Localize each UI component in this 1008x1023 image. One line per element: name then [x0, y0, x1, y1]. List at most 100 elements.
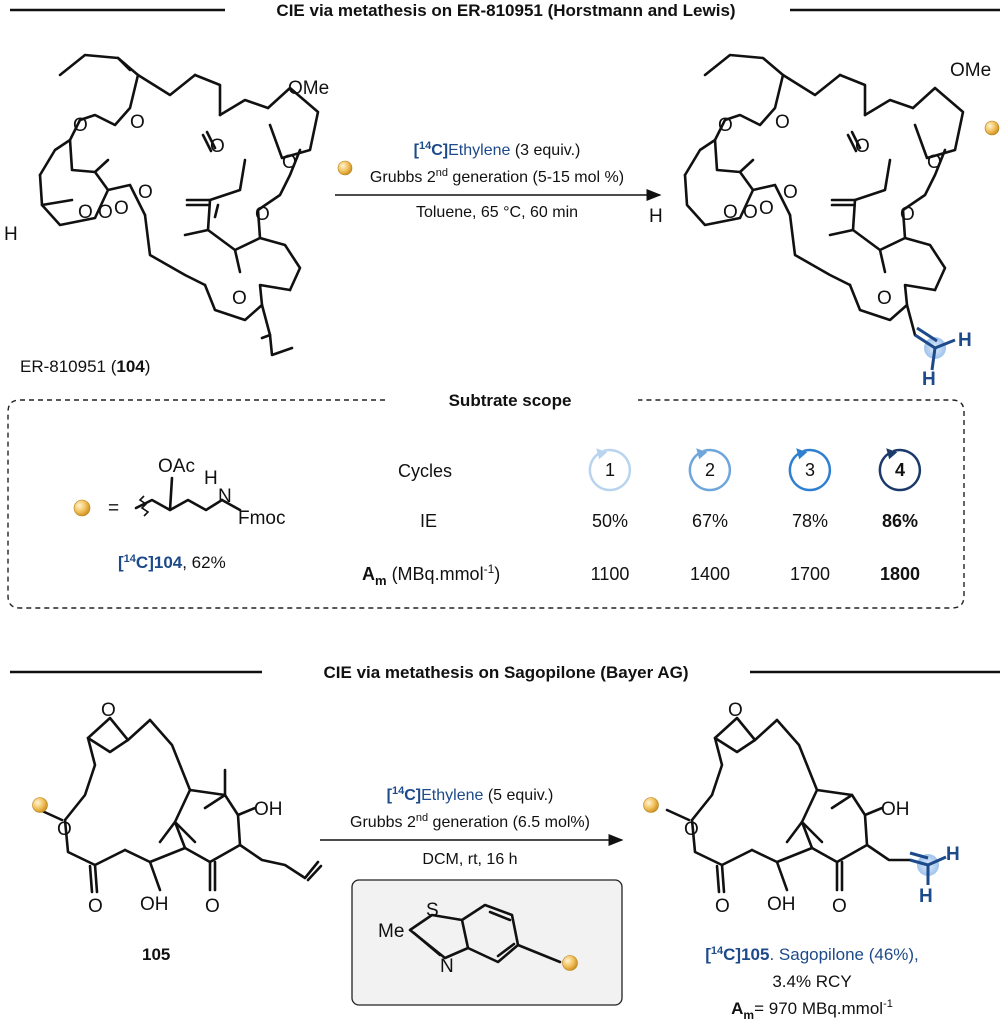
ie-value: 78% — [792, 511, 828, 531]
reagent-text: [14C]Ethylene (3 equiv.) — [414, 140, 581, 159]
product1-structure: H H OMe O O O O O O O O O O H — [649, 53, 1000, 390]
oxygen-label: O — [927, 152, 942, 173]
am-value: 1800 — [880, 564, 920, 584]
am-row-label: Am (MBq.mmol-1) — [362, 562, 500, 588]
sphere-substituent-icon — [32, 797, 48, 813]
cycle-ring-icon — [688, 448, 732, 492]
oxygen-label: O — [684, 819, 699, 840]
amine-n-label: N — [218, 486, 232, 507]
cycle-columns: 1 50% 1100 2 67% 1400 3 78% 1700 4 86% 1800 — [588, 448, 922, 584]
oxygen-label: O — [718, 115, 733, 136]
oxygen-label: O — [73, 115, 88, 136]
cycle-ring-icon — [788, 448, 832, 492]
oxygen-label: O — [723, 202, 738, 223]
reagent-text-2: [14C]Ethylene (5 equiv.) — [387, 785, 554, 804]
labeled-104-text: [14C]104, 62% — [118, 553, 226, 572]
ie-row-label: IE — [420, 511, 437, 531]
wavy-bond — [138, 495, 150, 517]
reaction1-conditions: [14C]Ethylene (3 equiv.) Grubbs 2nd gene… — [335, 140, 662, 221]
cycle-arrowhead-icon — [596, 448, 608, 460]
ie-value: 86% — [882, 511, 918, 531]
oxygen-label: O — [88, 896, 103, 917]
section1-header: CIE via metathesis on ER-810951 (Horstma… — [10, 1, 1000, 20]
equals-sign: = — [108, 498, 119, 519]
product-rcy-text: 3.4% RCY — [772, 972, 851, 991]
oxygen-label: O — [114, 198, 129, 219]
sphere-substituent-icon — [337, 160, 353, 176]
oxygen-label: O — [98, 202, 113, 223]
product-am-text: Am= 970 MBq.mmol-1 — [731, 998, 893, 1022]
oxygen-label: O — [138, 182, 153, 203]
sulfur-label: S — [426, 900, 439, 921]
sphere-substituent-icon — [643, 797, 659, 813]
oxygen-label: O — [743, 202, 758, 223]
catalyst-text: Grubbs 2nd generation (5-15 mol %) — [370, 167, 624, 186]
benzothiazole-box — [351, 879, 623, 1006]
tritium-hydrogen-label: H — [919, 886, 933, 907]
conditions-text-2: DCM, rt, 16 h — [422, 851, 517, 868]
cycle-number: 4 — [895, 460, 905, 480]
benzothiazole-structure: Me S N — [378, 900, 578, 977]
sagopilone-105-structure: O O O O OH OH 105 — [32, 700, 323, 964]
oxygen-label: O — [775, 112, 790, 133]
hydroxyl-label: OH — [140, 894, 169, 915]
cycle-arrowhead-icon — [696, 448, 708, 460]
nitrogen-label: N — [440, 956, 454, 977]
sphere-substituent-icon — [73, 499, 91, 517]
oxygen-label: O — [130, 112, 145, 133]
product-105-label: [14C]105. Sagopilone (46%), — [705, 945, 919, 964]
hydroxyl-label: OH — [767, 894, 796, 915]
tritium-hydrogen-label: H — [946, 844, 960, 865]
oxygen-label: O — [832, 896, 847, 917]
oxygen-label: O — [900, 204, 915, 225]
am-value: 1700 — [790, 564, 830, 584]
start-compound-label-105: 105 — [142, 945, 170, 964]
oxygen-label: O — [877, 288, 892, 309]
sphere-substituent-icon — [984, 120, 1000, 136]
hydroxyl-label: OH — [254, 799, 283, 820]
am-value: 1400 — [690, 564, 730, 584]
section2-header: CIE via metathesis on Sagopilone (Bayer … — [10, 663, 1000, 682]
oxygen-label: O — [57, 819, 72, 840]
methyl-label: Me — [378, 921, 404, 942]
cycle-ring-icon — [878, 448, 922, 492]
tritium-hydrogen-label: H — [922, 369, 936, 390]
ie-value: 50% — [592, 511, 628, 531]
substrate-scope-box: Subtrate scope = OAc H N Fmoc [14C]104, … — [7, 391, 965, 609]
hydroxyl-label: OH — [881, 799, 910, 820]
oxygen-label: O — [255, 204, 270, 225]
dashed-border — [7, 399, 965, 609]
tritium-hydrogen-label: H — [958, 330, 972, 351]
cycle-number: 3 — [805, 460, 815, 480]
oxygen-label: O — [101, 700, 116, 721]
oxygen-label: O — [783, 182, 798, 203]
oxygen-label: O — [282, 152, 297, 173]
product2-structure: H H O O O O OH OH [14C]105. Sagopilone (… — [643, 700, 960, 1022]
section2-title: CIE via metathesis on Sagopilone (Bayer … — [324, 663, 689, 682]
oxygen-label: O — [210, 136, 225, 157]
oxygen-label: O — [715, 896, 730, 917]
oxygen-label: O — [205, 896, 220, 917]
acetoxy-label: OAc — [158, 456, 195, 477]
am-value: 1100 — [591, 564, 630, 584]
cycle-ring-icon — [588, 448, 632, 492]
cycle-number: 1 — [605, 460, 615, 480]
fmoc-label: Fmoc — [238, 508, 286, 529]
scope-title: Subtrate scope — [449, 391, 572, 410]
er810951-structure: OMe O O O O O O O O O O H ER-810951 (104… — [4, 53, 353, 376]
methoxy-label-1: OMe — [288, 78, 329, 99]
oxygen-label: O — [78, 202, 93, 223]
hydrogen-label: H — [649, 206, 663, 227]
conditions-text: Toluene, 65 °C, 60 min — [416, 204, 578, 221]
oxygen-label: O — [759, 198, 774, 219]
amine-h-label: H — [204, 468, 218, 489]
ie-value: 67% — [692, 511, 728, 531]
section1-title: CIE via metathesis on ER-810951 (Horstma… — [276, 1, 735, 20]
cycle-arrowhead-icon — [886, 448, 898, 460]
reaction2-conditions: [14C]Ethylene (5 equiv.) Grubbs 2nd gene… — [320, 785, 624, 1006]
sphere-substituent-icon — [562, 955, 578, 971]
cycle-number: 2 — [705, 460, 715, 480]
oxygen-label: O — [855, 136, 870, 157]
oxygen-label: O — [232, 288, 247, 309]
